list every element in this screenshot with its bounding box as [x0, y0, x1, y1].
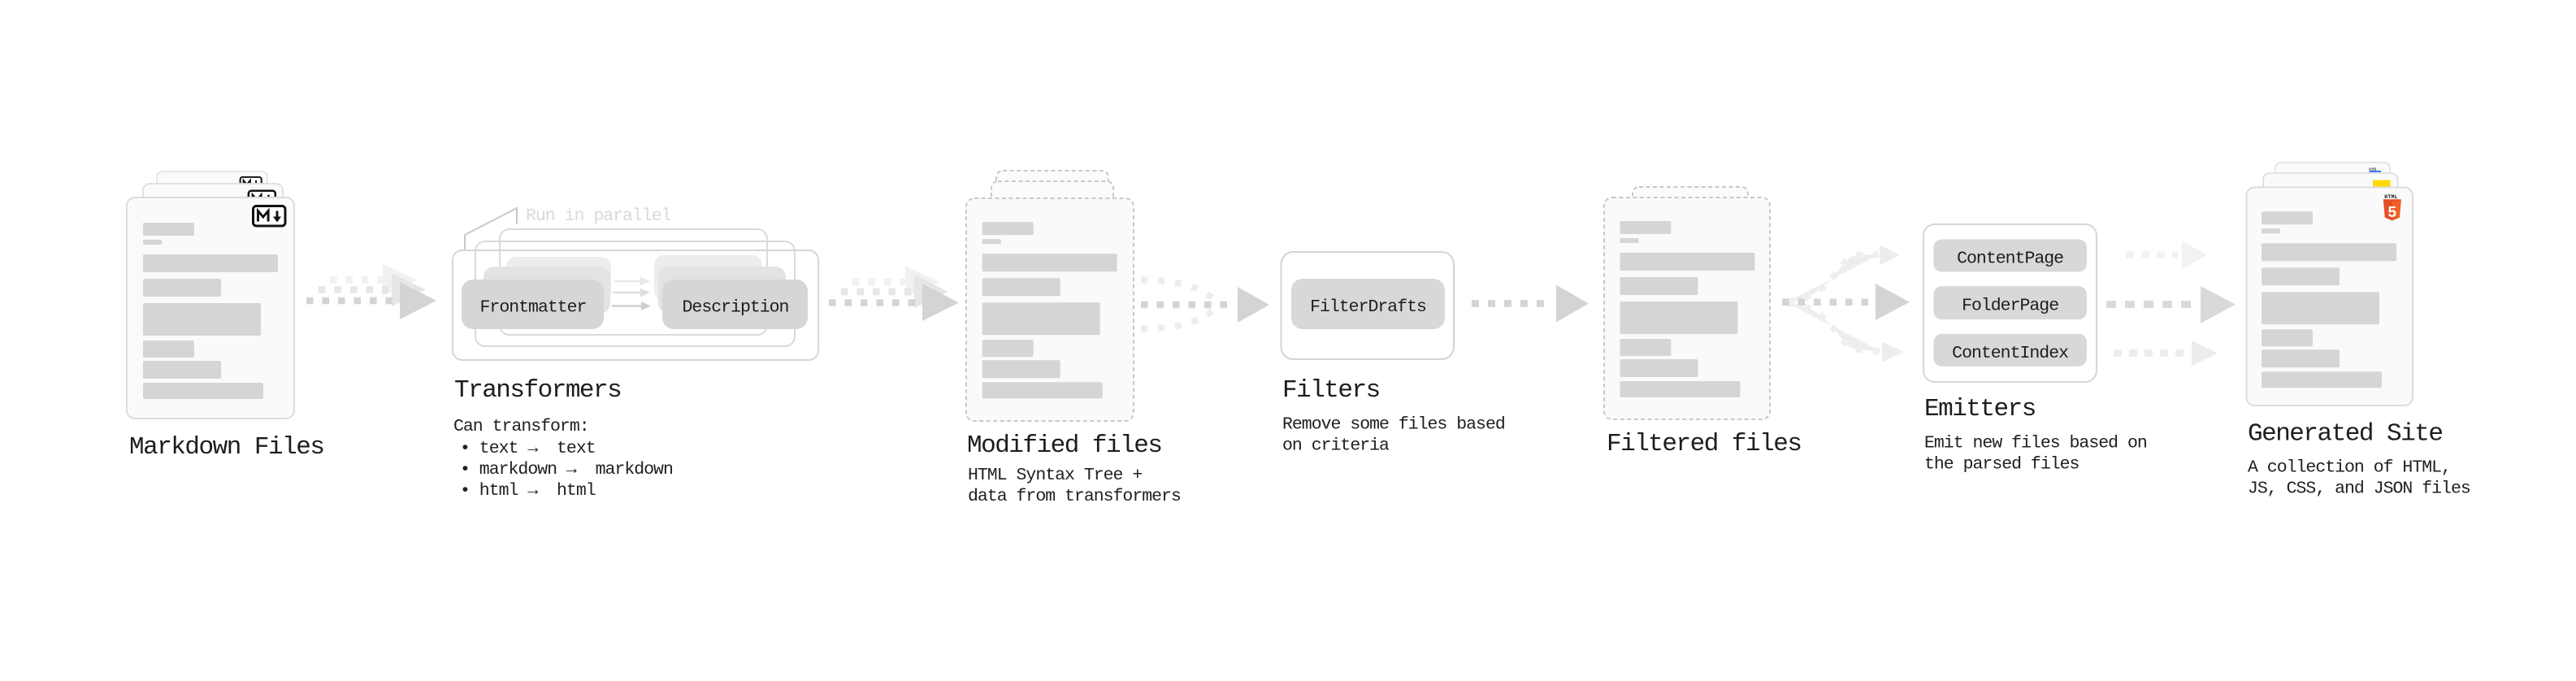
svg-text:A collection of HTML,: A collection of HTML, [2248, 458, 2451, 478]
svg-text:5: 5 [2387, 204, 2396, 222]
svg-text:Filters: Filters [1282, 376, 1380, 405]
svg-text:Modified files: Modified files [967, 432, 1161, 460]
svg-text:Frontmatter: Frontmatter [480, 298, 587, 318]
svg-text:HTML Syntax Tree +: HTML Syntax Tree + [968, 466, 1142, 485]
svg-text:Can transform:: Can transform: [453, 417, 589, 436]
svg-text:JS, CSS, and JSON files: JS, CSS, and JSON files [2248, 479, 2470, 499]
svg-text:FolderPage: FolderPage [1962, 297, 2058, 316]
svg-text:• markdown → markdown: • markdown → markdown [460, 460, 673, 479]
svg-text:Markdown Files: Markdown Files [129, 433, 323, 462]
svg-text:Generated Site: Generated Site [2248, 420, 2442, 449]
svg-text:data from transformers: data from transformers [968, 487, 1181, 506]
svg-text:on criteria: on criteria [1282, 436, 1390, 456]
svg-text:Emit new files based on: Emit new files based on [1924, 434, 2147, 453]
svg-text:• html → html: • html → html [460, 481, 596, 501]
svg-text:ContentIndex: ContentIndex [1952, 344, 2068, 363]
svg-text:the parsed files: the parsed files [1924, 455, 2079, 475]
svg-text:Filtered files: Filtered files [1607, 430, 1801, 458]
svg-text:Emitters: Emitters [1924, 395, 2036, 423]
svg-text:Run in parallel: Run in parallel [526, 206, 671, 226]
svg-text:FilterDrafts: FilterDrafts [1310, 297, 1426, 317]
svg-text:Transformers: Transformers [454, 376, 621, 405]
svg-text:• text → text: • text → text [460, 439, 596, 458]
svg-text:ContentPage: ContentPage [1957, 249, 2063, 269]
svg-text:Remove some files based: Remove some files based [1282, 415, 1505, 435]
svg-text:CSS: CSS [2369, 167, 2376, 171]
svg-text:Description: Description [683, 298, 789, 318]
svg-text:HTML: HTML [2384, 194, 2397, 200]
